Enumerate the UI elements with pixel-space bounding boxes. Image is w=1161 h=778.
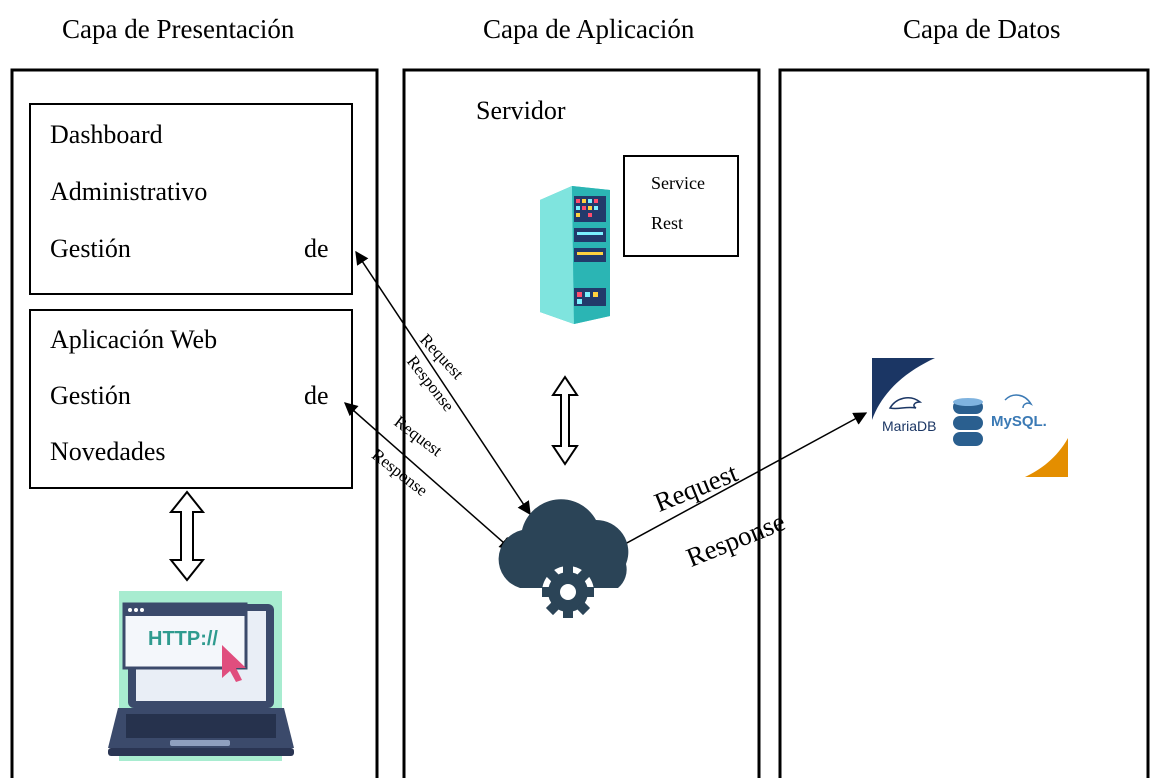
server-label: Servidor [476, 96, 566, 125]
mysql-logo-text: MySQL. [991, 413, 1047, 430]
webapp-line2-left: Gestión [50, 381, 131, 410]
dashboard-line3-right: de [304, 234, 329, 263]
server-rack-icon [540, 186, 610, 324]
webapp-laptop-double-arrow [168, 490, 206, 582]
layer-title-data: Capa de Datos [903, 14, 1061, 44]
dashboard-line2: Administrativo [50, 177, 208, 206]
webapp-line3: Novedades [50, 437, 166, 466]
layer-title-presentation: Capa de Presentación [62, 14, 295, 44]
webapp-line2-right: de [304, 381, 329, 410]
dashboard-line1: Dashboard [50, 120, 163, 149]
cloud-gear-icon [498, 499, 629, 618]
mariadb-logo-text: MariaDB [882, 418, 937, 434]
service-rest-box [623, 155, 739, 257]
laptop-http-icon [108, 591, 294, 761]
webapp-cloud-arrow [343, 402, 514, 551]
layer-title-application: Capa de Aplicación [483, 14, 695, 44]
service-rest-line1: Service [651, 173, 705, 193]
webapp-line1: Aplicación Web [50, 325, 218, 354]
database-logos-icon [872, 358, 1068, 477]
webapp-box [29, 309, 353, 489]
dashboard-box [29, 103, 353, 295]
service-rest-line2: Rest [651, 213, 684, 233]
cloud-db-arrow [610, 412, 868, 552]
server-cloud-double-arrow [551, 375, 579, 466]
laptop-url-text: HTTP:// [148, 628, 218, 650]
dashboard-line3-left: Gestión [50, 234, 131, 263]
